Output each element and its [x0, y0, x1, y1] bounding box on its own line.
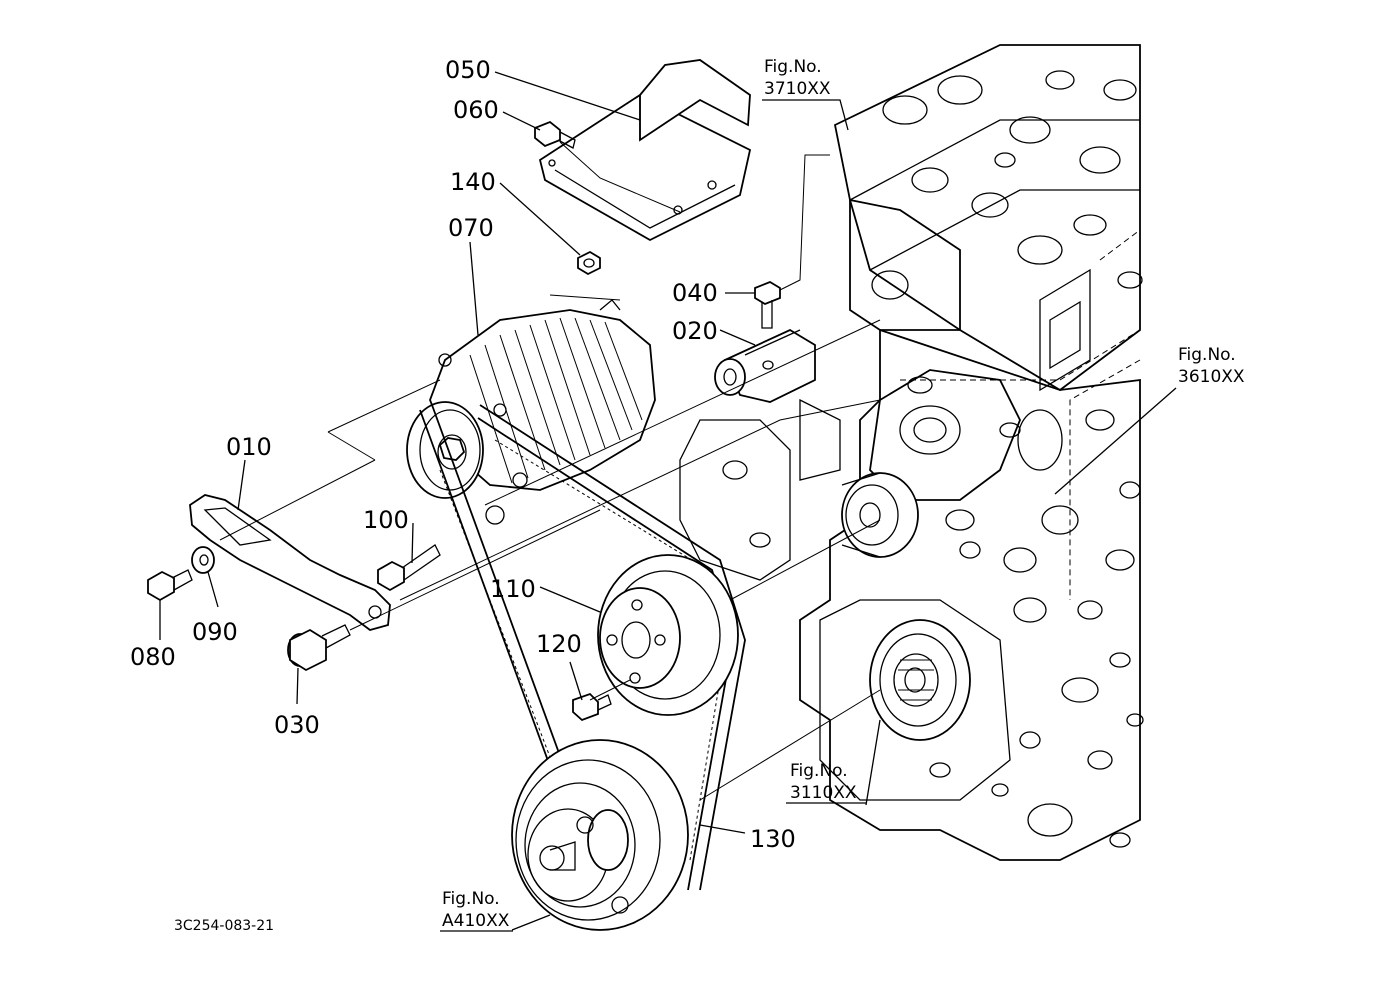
nut-140 [577, 250, 601, 276]
fig-ref-3610-line2: 3610XX [1178, 367, 1245, 387]
fig-ref-underlines [440, 99, 866, 932]
part-label-130: 130 [750, 825, 796, 853]
drawing-id: 3C254-083-21 [174, 918, 274, 934]
fig-ref-3610-line1: Fig.No. [1178, 345, 1236, 365]
bolt-030 [287, 624, 351, 672]
leader-lines [159, 71, 1177, 931]
part-label-140: 140 [450, 168, 496, 196]
shield-plate-050 [538, 59, 752, 242]
fig-ref-3110-line1: Fig.No. [790, 761, 848, 781]
washer-090 [191, 546, 215, 574]
bolt-120 [572, 692, 612, 722]
part-label-030: 030 [274, 711, 320, 739]
part-label-060: 060 [453, 96, 499, 124]
bolt-100 [377, 544, 441, 592]
alternator-070 [406, 299, 656, 525]
bolt-060 [534, 120, 576, 149]
part-label-010: 010 [226, 433, 272, 461]
v-belt-130 [419, 404, 746, 891]
part-label-050: 050 [445, 56, 491, 84]
stay-020 [714, 328, 816, 403]
fig-ref-3110-line2: 3110XX [790, 783, 857, 803]
part-label-040: 040 [672, 279, 718, 307]
fig-ref-3710-line1: Fig.No. [764, 57, 822, 77]
crank-pulley [511, 739, 689, 931]
fan-pulley-110 [597, 554, 739, 716]
fig-ref-a410-line2: A410XX [442, 911, 510, 931]
fig-ref-a410-line1: Fig.No. [442, 889, 500, 909]
assembly-lines [219, 141, 881, 801]
bolt-080 [147, 569, 193, 602]
part-label-080: 080 [130, 643, 176, 671]
part-label-110: 110 [490, 575, 536, 603]
engine-block-illustration [679, 44, 1144, 861]
bracket-010 [189, 494, 391, 631]
part-label-020: 020 [672, 317, 718, 345]
part-label-090: 090 [192, 618, 238, 646]
part-label-100: 100 [363, 506, 409, 534]
bolt-040 [754, 280, 781, 329]
part-label-120: 120 [536, 630, 582, 658]
part-label-070: 070 [448, 214, 494, 242]
fig-ref-3710-line2: 3710XX [764, 79, 831, 99]
